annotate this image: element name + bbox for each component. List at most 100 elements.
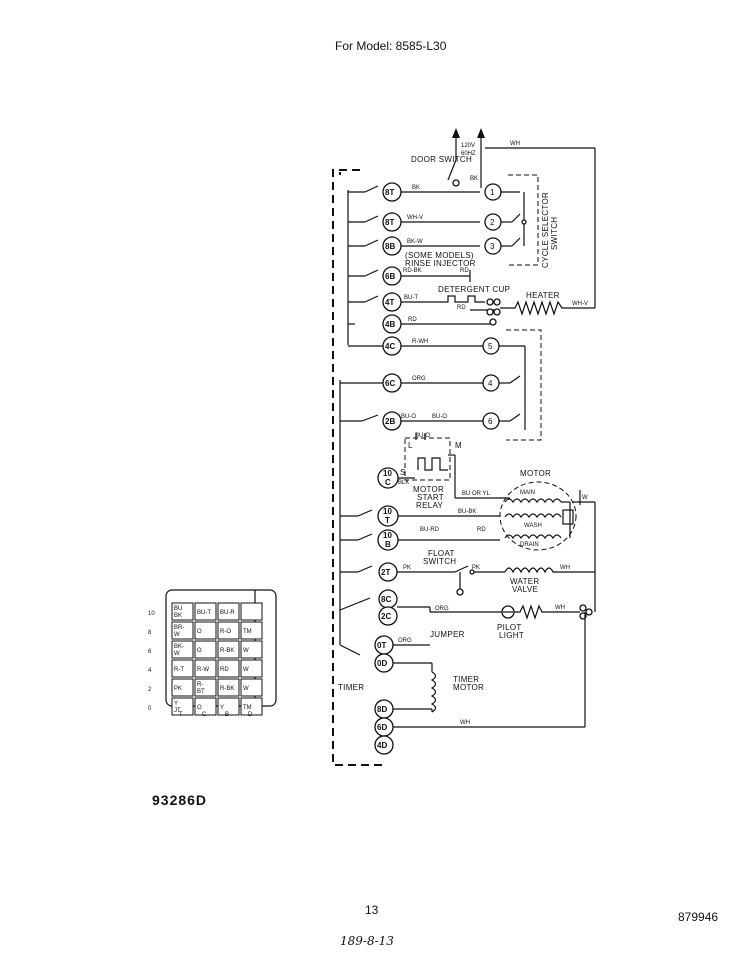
detergent-cup: DETERGENT CUP RD bbox=[438, 285, 510, 326]
svg-text:DRAIN: DRAIN bbox=[520, 542, 539, 548]
grid-cell bbox=[171, 640, 194, 659]
terminal-label: T bbox=[385, 516, 390, 525]
grid-cell bbox=[194, 678, 217, 697]
float-switch: FLOAT SWITCH PK bbox=[423, 549, 505, 596]
grid-cell-text: PK bbox=[174, 686, 182, 692]
grid-cell-text: BU bbox=[174, 606, 182, 612]
wire-label: ORG bbox=[412, 376, 426, 382]
door-switch: DOOR SWITCH BK bbox=[411, 155, 478, 187]
terminal-label: 10 bbox=[383, 507, 392, 516]
svg-text:WASH: WASH bbox=[524, 523, 542, 529]
wire-label: WH-V bbox=[407, 215, 423, 221]
grid-cell bbox=[240, 659, 263, 678]
svg-text:M: M bbox=[455, 441, 462, 450]
grid-cell-text: JT bbox=[174, 708, 181, 714]
part-number: 93286D bbox=[152, 792, 207, 808]
wire-label: BU-T bbox=[404, 295, 418, 301]
grid-cell bbox=[194, 659, 217, 678]
grid-cell-text: R-W bbox=[197, 667, 209, 673]
switch-terminal: 1 bbox=[490, 188, 495, 197]
terminal-label: 0D bbox=[377, 659, 387, 668]
grid-cell-text: R-O bbox=[220, 629, 231, 635]
wire-label: BK bbox=[412, 185, 420, 191]
timer-motor: TIMER MOTOR bbox=[430, 663, 484, 713]
terminal-label: 10 bbox=[383, 469, 392, 478]
wire-label: BU OR YL bbox=[462, 491, 491, 497]
grid-cell-text: W bbox=[243, 648, 249, 654]
grid-cell bbox=[171, 659, 194, 678]
supply-frequency: 60HZ bbox=[461, 151, 476, 157]
terminal-label: 4T bbox=[385, 298, 394, 307]
grid-row-label: 6 bbox=[148, 649, 152, 655]
grid-cell bbox=[171, 602, 194, 621]
svg-text:RELAY: RELAY bbox=[416, 501, 444, 510]
wire-label: WH bbox=[510, 141, 520, 147]
timer-label: TIMER bbox=[338, 683, 364, 692]
grid-col-label: T bbox=[179, 712, 183, 718]
water-valve: WATER VALVE WH bbox=[504, 565, 595, 594]
grid-cell-text: BU-R bbox=[220, 610, 235, 616]
grid-col-label: B bbox=[225, 712, 229, 718]
wire-label: BU-BK bbox=[458, 509, 476, 515]
wire-label: BU-O bbox=[415, 433, 430, 439]
svg-text:MOTOR: MOTOR bbox=[520, 469, 551, 478]
grid-row-label: 2 bbox=[148, 687, 152, 693]
grid-cell bbox=[217, 640, 240, 659]
model-header: For Model: 8585-L30 bbox=[335, 39, 447, 53]
terminal-label: 6B bbox=[385, 272, 395, 281]
grid-cell bbox=[217, 678, 240, 697]
grid-cell-text: O bbox=[197, 705, 202, 711]
terminal-label: 6D bbox=[377, 723, 387, 732]
terminal-label: 2B bbox=[385, 417, 395, 426]
grid-cell bbox=[217, 602, 240, 621]
terminal-label: 2C bbox=[381, 612, 391, 621]
selector-switch-lower: 5 4 6 bbox=[482, 329, 542, 441]
terminal-label: 2T bbox=[381, 568, 390, 577]
grid-cell-text: W bbox=[174, 651, 180, 657]
terminal-label: B bbox=[385, 540, 391, 549]
heater: HEATER WH-V bbox=[500, 291, 595, 316]
svg-text:L: L bbox=[408, 441, 413, 450]
wire-label: R-WH bbox=[412, 339, 428, 345]
grid-cell-text: RD bbox=[220, 667, 229, 673]
grid-cell bbox=[240, 602, 263, 621]
grid-cell bbox=[240, 678, 263, 697]
motor: MOTOR MAIN WASH DRAIN W bbox=[499, 469, 595, 551]
timer-enclosure bbox=[332, 169, 382, 766]
grid-cell-text: TM bbox=[243, 629, 252, 635]
handwritten-note: 189-8-13 bbox=[340, 934, 394, 948]
power-supply: 120V 60HZ WH bbox=[452, 128, 596, 300]
wire-label: ORG bbox=[398, 638, 412, 644]
wire-label: BLK bbox=[398, 480, 409, 486]
svg-text:SWITCH: SWITCH bbox=[423, 557, 456, 566]
wire-label: ORG bbox=[435, 606, 449, 612]
grid-cell bbox=[171, 697, 194, 716]
wire-label: RD bbox=[460, 268, 469, 274]
grid-row-label: 0 bbox=[148, 706, 152, 712]
pilot-light: WH PILOT LIGHT bbox=[497, 604, 593, 640]
grid-cell-text: BK bbox=[174, 613, 182, 619]
svg-text:MOTOR: MOTOR bbox=[413, 485, 444, 494]
grid-cell-text: O bbox=[197, 648, 202, 654]
svg-text:RINSE INJECTOR: RINSE INJECTOR bbox=[405, 259, 476, 268]
grid-cell-text: BR- bbox=[174, 625, 184, 631]
door-switch-label: DOOR SWITCH bbox=[411, 155, 472, 164]
wire-label: WH bbox=[460, 720, 470, 726]
grid-cell bbox=[217, 659, 240, 678]
grid-cell bbox=[171, 621, 194, 640]
switch-terminal: 5 bbox=[488, 342, 493, 351]
svg-text:FLOAT: FLOAT bbox=[428, 549, 455, 558]
grid-cell bbox=[217, 697, 240, 716]
terminal-label: 4B bbox=[385, 320, 395, 329]
terminal-label: 6C bbox=[385, 379, 395, 388]
grid-cell-text: BT bbox=[197, 689, 205, 695]
document-id: 879946 bbox=[678, 910, 718, 924]
grid-cell bbox=[217, 621, 240, 640]
svg-text:(SOME MODELS): (SOME MODELS) bbox=[405, 251, 474, 260]
grid-cell-text: W bbox=[174, 632, 180, 638]
svg-text:HEATER: HEATER bbox=[526, 291, 560, 300]
svg-text:DETERGENT CUP: DETERGENT CUP bbox=[438, 285, 510, 294]
svg-text:LIGHT: LIGHT bbox=[499, 631, 524, 640]
wire-label: BU-O bbox=[432, 414, 447, 420]
